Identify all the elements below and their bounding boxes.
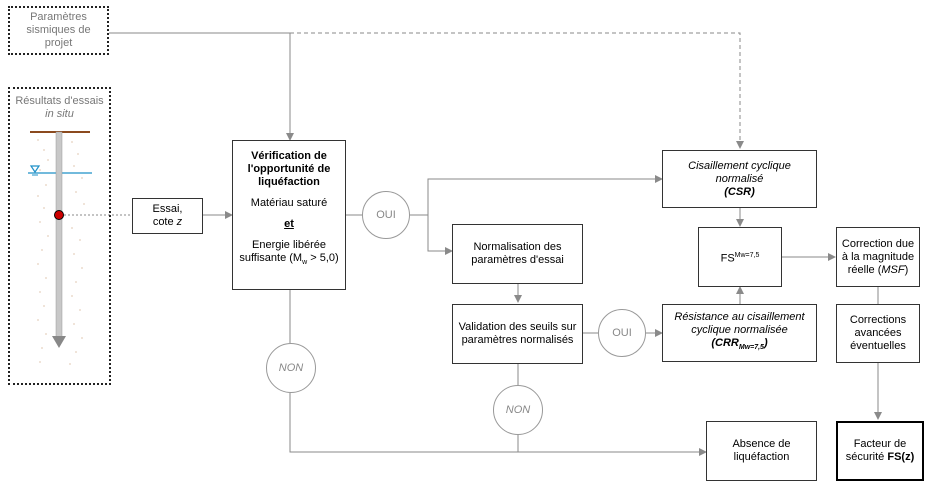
normalisation-label: Normalisation des paramètres d'essai	[471, 241, 564, 266]
seismic-params-line3: projet	[44, 37, 73, 49]
oui-circle-2: OUI	[598, 309, 646, 357]
essai-line1: Essai,	[152, 203, 183, 215]
arrow-to-normalisation	[427, 215, 453, 255]
absence-label: Absence de liquéfaction	[732, 438, 791, 463]
test-point	[54, 210, 64, 220]
line-non-to-bottom	[289, 393, 518, 453]
facteur-box: Facteur de sécurité FS(z)	[836, 421, 924, 481]
crr-line1: Résistance au cisaillement cyclique norm…	[674, 311, 805, 337]
non-circle-2: NON	[493, 385, 543, 435]
verification-cond2: Energie libérée suffisante (Mw > 5,0)	[239, 239, 339, 267]
essai-box: Essai, cote z	[132, 198, 203, 234]
crr-line2: (CRRMw=7,5)	[711, 337, 768, 352]
arrow-seismic-to-csr	[290, 32, 744, 149]
corrections-avancees-box: Corrections avancées éventuelles	[836, 304, 920, 363]
borehole-tip-icon	[52, 336, 66, 348]
csr-line2: (CSR)	[724, 185, 755, 198]
seismic-params-line2: sismiques de	[26, 24, 91, 36]
crr-box: Résistance au cisaillement cyclique norm…	[662, 304, 817, 362]
correction-label: Correction due à la magnitude réelle (MS…	[841, 237, 915, 276]
insitu-results-box: Résultats d'essais in situ	[8, 87, 111, 385]
essai-line2: cote z	[152, 216, 183, 228]
oui-label-2: OUI	[612, 327, 632, 339]
fs-box: FSMw=7,5	[698, 227, 782, 287]
validation-box: Validation des seuils sur paramètres nor…	[452, 304, 583, 364]
non-label-1: NON	[278, 362, 304, 374]
insitu-subtitle: in situ	[45, 108, 74, 120]
arrow-seismic-to-verification	[108, 32, 294, 141]
verification-title: Vérification de l'opportunité de liquéfa…	[247, 150, 331, 188]
correction-msf-box: Correction due à la magnitude réelle (MS…	[836, 227, 920, 287]
verification-box: Vérification de l'opportunité de liquéfa…	[232, 140, 346, 290]
oui-label-1: OUI	[376, 209, 396, 221]
non-circle-1: NON	[266, 343, 316, 393]
facteur-line1: Facteur de	[853, 438, 907, 450]
soil-stipple	[37, 139, 85, 365]
csr-line1: Cisaillement cyclique normalisé	[688, 159, 791, 185]
non-label-2: NON	[505, 404, 531, 416]
verification-cond1: Matériau saturé	[250, 197, 328, 209]
seismic-params-box: Paramètres sismiques de projet	[8, 6, 109, 55]
borehole-illustration	[28, 131, 92, 365]
fs-label: FSMw=7,5	[720, 251, 760, 265]
corrections-avancees-label: Corrections avancées éventuelles	[849, 314, 907, 352]
csr-box: Cisaillement cyclique normalisé (CSR)	[662, 150, 817, 208]
normalisation-box: Normalisation des paramètres d'essai	[452, 224, 583, 284]
facteur-line2: sécurité FS(z)	[845, 451, 915, 463]
seismic-params-line1: Paramètres	[30, 11, 87, 23]
oui-circle-1: OUI	[362, 191, 410, 239]
arrow-to-csr	[427, 175, 663, 215]
insitu-title: Résultats d'essais	[15, 95, 104, 107]
absence-box: Absence de liquéfaction	[706, 421, 817, 481]
validation-label: Validation des seuils sur paramètres nor…	[458, 321, 577, 346]
water-table-icon	[29, 165, 41, 174]
verification-and: et	[284, 218, 294, 230]
